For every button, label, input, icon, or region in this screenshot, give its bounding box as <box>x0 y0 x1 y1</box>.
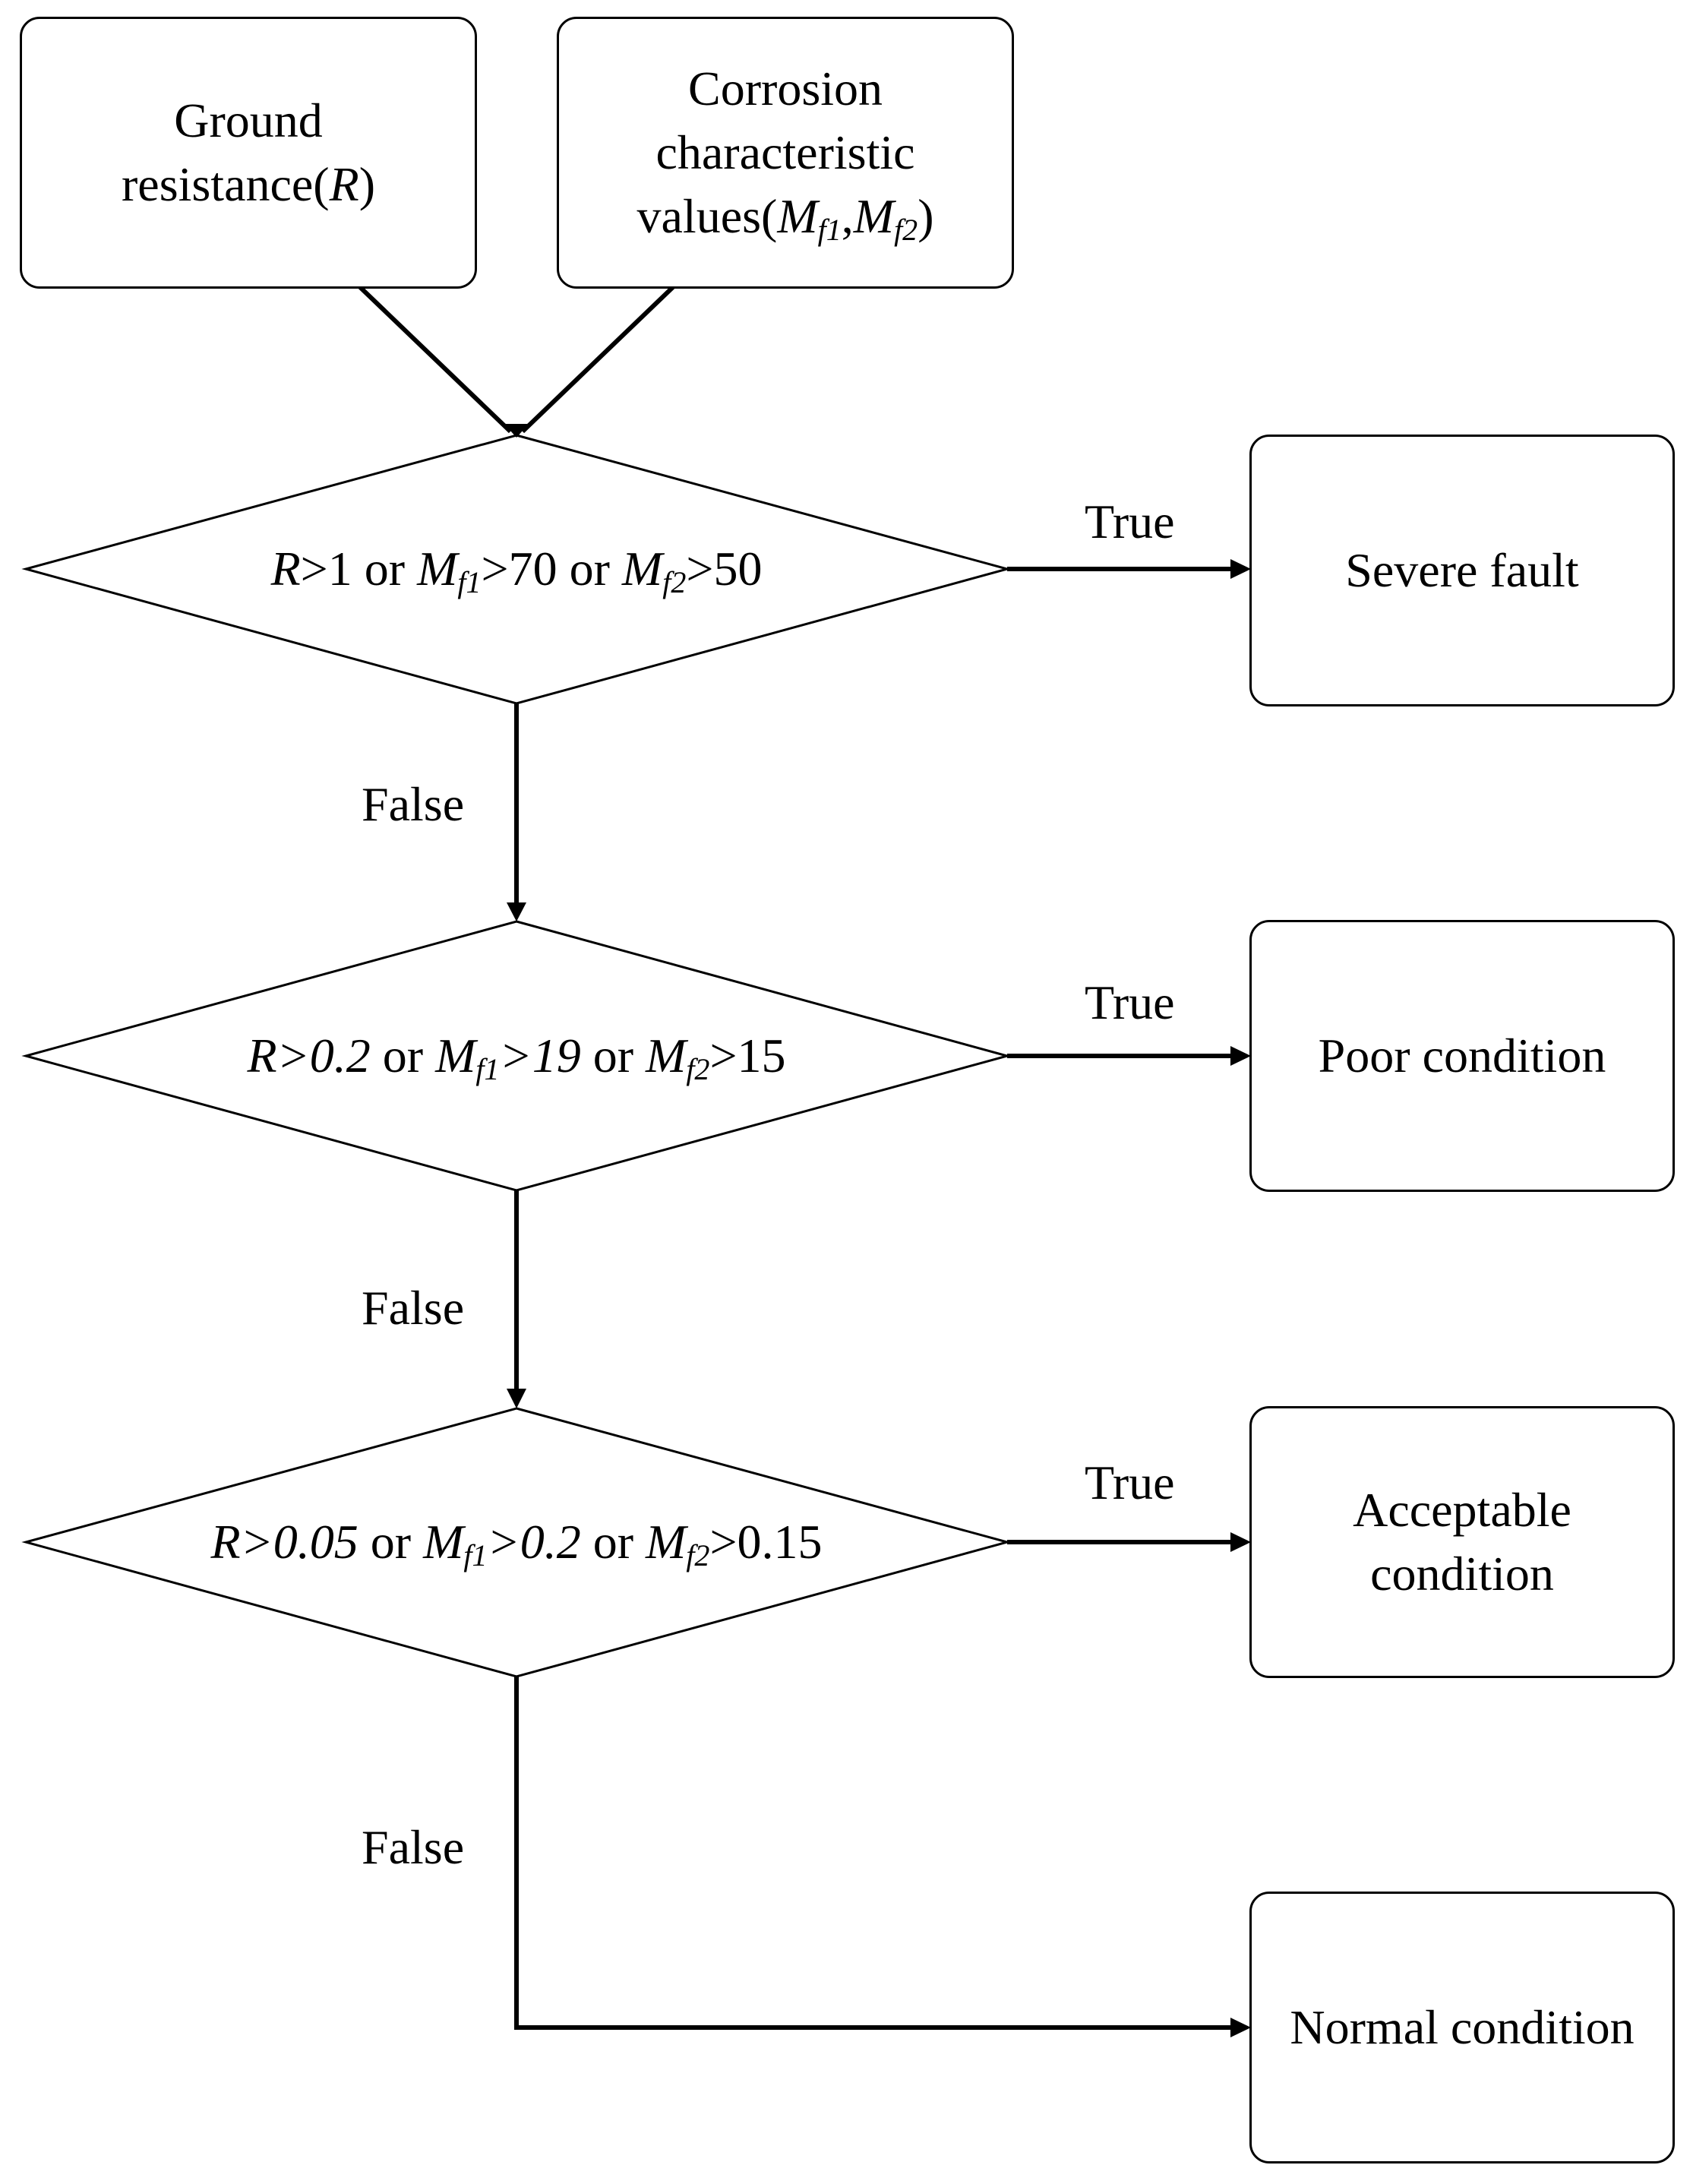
normal-condition-label: Normal condition <box>1290 2000 1635 2054</box>
arrowhead-true-3 <box>1230 1532 1251 1552</box>
d1-sub2: f2 <box>662 565 687 599</box>
d2-sub2: f2 <box>686 1052 710 1086</box>
true-label-3: True <box>1085 1455 1175 1509</box>
d2-m2: M <box>646 1029 687 1083</box>
d1-r: R <box>270 542 301 596</box>
d1-or1: or <box>352 542 418 596</box>
acceptable-condition-box: Acceptable condition <box>1249 1406 1675 1678</box>
corrosion-line1: Corrosion <box>688 62 883 115</box>
d2-r: R <box>247 1029 277 1083</box>
corrosion-sep: , <box>841 189 854 243</box>
d3-m1: M <box>423 1515 464 1569</box>
corrosion-m2: M <box>853 189 895 243</box>
decision-2-condition: R>0.2 or Mf1>19 or Mf2>15 <box>247 1029 786 1085</box>
d1-m1: M <box>417 542 458 596</box>
d3-r: R <box>210 1515 241 1569</box>
d1-m2-op: >50 <box>686 542 763 596</box>
d1-r-op: >1 <box>300 542 352 596</box>
d2-m1: M <box>435 1029 476 1083</box>
corrosion-sub2: f2 <box>894 213 918 247</box>
arrow-false-3 <box>514 1677 1230 2030</box>
ground-resistance-box: Ground resistance(R) <box>20 17 477 289</box>
d3-or2: or <box>580 1515 646 1569</box>
acceptable-line1: Acceptable <box>1353 1483 1571 1537</box>
ground-line1: Ground <box>174 93 323 147</box>
d2-or1: or <box>370 1029 436 1083</box>
arrow-ground-to-decision-1 <box>358 285 513 434</box>
arrow-corrosion-to-decision-1 <box>520 285 675 434</box>
d3-sub2: f2 <box>686 1538 710 1572</box>
ground-close: ) <box>358 157 376 211</box>
acceptable-line2: condition <box>1370 1547 1554 1601</box>
arrowhead-false-2 <box>507 1389 526 1408</box>
poor-condition-box: Poor condition <box>1249 920 1675 1192</box>
severe-fault-box: Severe fault <box>1249 435 1675 706</box>
d2-m2-op: >15 <box>709 1029 786 1083</box>
corrosion-m1: M <box>777 189 818 243</box>
corrosion-values-box: Corrosion characteristic values(Mf1,Mf2) <box>557 17 1014 289</box>
d3-m1-op: >0.2 <box>487 1515 581 1569</box>
decision-3-condition: R>0.05 or Mf1>0.2 or Mf2>0.15 <box>210 1515 823 1571</box>
false-label-1: False <box>362 777 465 831</box>
d3-m2-op: >0.15 <box>709 1515 823 1569</box>
false-label-2: False <box>362 1281 465 1335</box>
corrosion-sub1: f1 <box>817 213 842 247</box>
d2-r-op: >0.2 <box>276 1029 371 1083</box>
arrowhead-false-1 <box>507 902 526 921</box>
arrowhead-false-3 <box>1230 2018 1251 2037</box>
d2-sub1: f1 <box>475 1052 500 1086</box>
poor-condition-label: Poor condition <box>1318 1029 1606 1083</box>
ground-line2-text: resistance( <box>121 157 330 211</box>
corrosion-line2: characteristic <box>655 125 915 179</box>
d1-m2: M <box>621 542 663 596</box>
d3-sub1: f1 <box>463 1538 488 1572</box>
d3-r-op: >0.05 <box>240 1515 358 1569</box>
true-label-2: True <box>1085 975 1175 1029</box>
arrowhead-true-2 <box>1230 1046 1251 1066</box>
true-label-1: True <box>1085 495 1175 548</box>
normal-condition-box: Normal condition <box>1249 1892 1675 2163</box>
corrosion-close: ) <box>918 189 934 243</box>
false-label-3: False <box>362 1820 465 1874</box>
arrowhead-true-1 <box>1230 559 1251 579</box>
arrowhead-decision-1-top <box>504 424 529 438</box>
d1-m1-op: >70 <box>481 542 557 596</box>
d3-or1: or <box>358 1515 424 1569</box>
corrosion-line3-text: values( <box>636 189 778 243</box>
severe-fault-label: Severe fault <box>1345 543 1579 597</box>
d1-sub1: f1 <box>457 565 482 599</box>
ground-var: R <box>329 157 359 211</box>
d1-or2: or <box>557 542 622 596</box>
d2-m1-op: >19 <box>499 1029 581 1083</box>
d3-m2: M <box>646 1515 687 1569</box>
decision-1-condition: R>1 or Mf1>70 or Mf2>50 <box>270 542 763 598</box>
d2-or2: or <box>580 1029 646 1083</box>
